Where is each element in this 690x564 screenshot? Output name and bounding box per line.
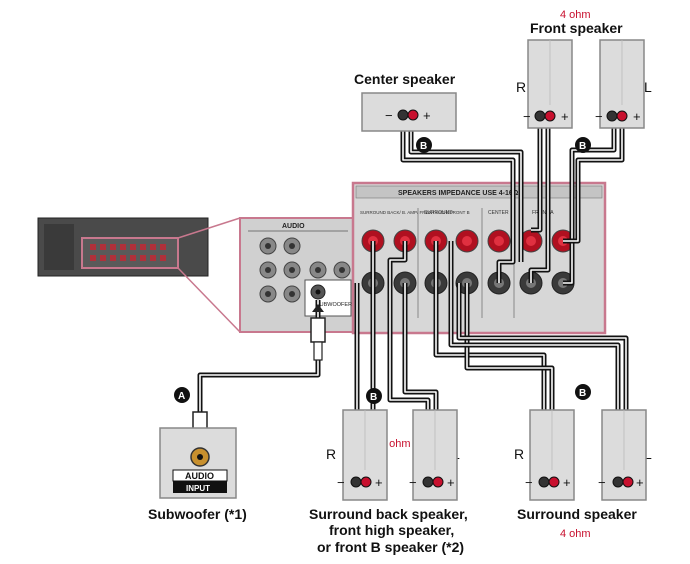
surround-back-speaker-r — [342, 409, 388, 501]
subwoofer-input-audio-label: AUDIO — [185, 471, 214, 481]
receiver-overview — [37, 217, 241, 333]
front-speaker-l — [599, 39, 645, 129]
receiver-highlight-area — [81, 237, 179, 269]
badge-b-surround-back: B — [366, 388, 382, 404]
surround-speaker-l — [601, 409, 647, 501]
front-l-plus: + — [633, 109, 641, 124]
svg-text:B: B — [579, 388, 586, 399]
subwoofer-unit — [159, 427, 237, 499]
svg-text:A: A — [178, 391, 185, 402]
svg-text:B: B — [420, 141, 427, 152]
front-speaker-caption: Front speaker — [530, 20, 623, 36]
front-impedance-label: 4 ohm — [560, 9, 591, 21]
front-l-minus: − — [595, 109, 603, 124]
front-r-minus: − — [523, 109, 531, 124]
center-speaker — [361, 92, 457, 132]
sb-r-plus: + — [375, 475, 383, 490]
rca-plug-top — [310, 304, 326, 361]
surround-speaker-r — [529, 409, 575, 501]
surround-impedance-label: 4 ohm — [560, 528, 591, 540]
surround-back-r-label: R — [326, 446, 336, 462]
surround-terminal-label: SURROUND — [424, 210, 453, 216]
center-speaker-caption: Center speaker — [354, 71, 456, 87]
svg-text:B: B — [370, 392, 377, 403]
subwoofer-caption: Subwoofer (*1) — [148, 506, 247, 522]
subwoofer-input-label: INPUT — [186, 484, 210, 493]
front-terminal-label: FRONT A — [532, 210, 554, 216]
arrow-up-icon — [312, 304, 324, 312]
center-minus: − — [385, 108, 393, 123]
sb-l-minus: − — [409, 475, 417, 490]
subwoofer-out-label: SUBWOOFER OUT — [316, 302, 366, 308]
subwoofer-out-box — [304, 279, 352, 317]
surround-back-terminal-label: SURROUND BACK/ B. AMP/ FRONT HIGH/ FRONT… — [360, 210, 470, 215]
surround-back-caption-line1: Surround back speaker, — [309, 506, 468, 522]
audio-jacks — [259, 237, 351, 303]
speakers-header-label: SPEAKERS IMPEDANCE USE 4-16Ω — [398, 190, 519, 197]
surround-speaker-caption: Surround speaker — [517, 506, 637, 522]
front-speaker-r — [527, 39, 573, 129]
front-r-plus: + — [561, 109, 569, 124]
badge-a-subwoofer: A — [174, 387, 190, 403]
sur-r-plus: + — [563, 475, 571, 490]
sur-r-minus: − — [525, 475, 533, 490]
surround-back-caption-line3: or front B speaker (*2) — [317, 539, 464, 555]
zoom-line-top — [177, 217, 241, 239]
receiver-left-panel — [44, 224, 74, 270]
surround-back-speaker-l — [412, 409, 458, 501]
badge-b-front: B — [575, 137, 591, 153]
receiver-mini-terminals — [90, 244, 166, 261]
sb-l-plus: + — [447, 475, 455, 490]
front-r-label: R — [516, 79, 526, 95]
badge-b-center: B — [416, 137, 432, 153]
audio-header-label: AUDIO — [282, 223, 305, 230]
sb-r-minus: − — [337, 475, 345, 490]
sur-l-plus: + — [636, 475, 644, 490]
badge-b-surround: B — [575, 384, 591, 400]
front-l-label: L — [644, 79, 652, 95]
surround-l-label: L — [644, 446, 652, 462]
sur-l-minus: − — [598, 475, 606, 490]
surround-r-label: R — [514, 446, 524, 462]
surround-back-caption-line2: front high speaker, — [329, 522, 454, 538]
center-plus: + — [423, 108, 431, 123]
svg-text:B: B — [579, 141, 586, 152]
zoom-line-bottom — [177, 267, 241, 333]
center-terminal-label: CENTER — [488, 210, 509, 216]
